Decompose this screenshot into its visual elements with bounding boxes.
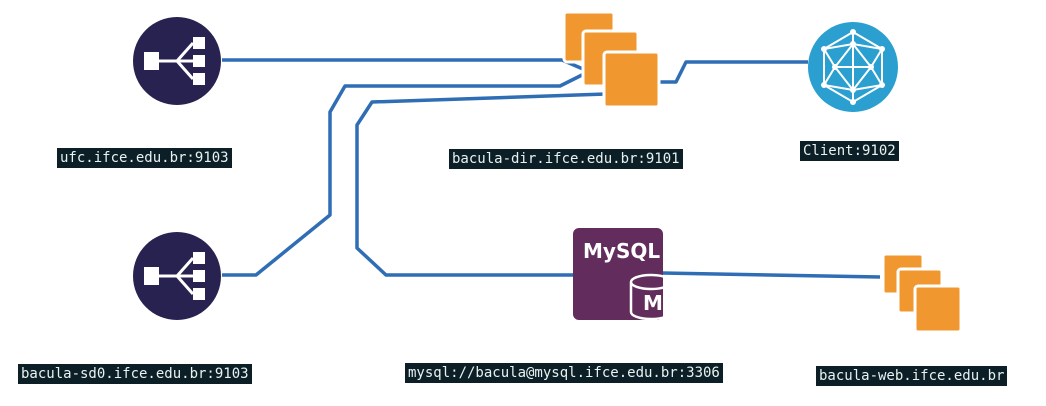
mysql-node[interactable]: MySQL M: [573, 228, 673, 321]
director-label: bacula-dir.ifce.edu.br:9101: [449, 149, 683, 169]
share-arrows-icon: [133, 232, 221, 320]
link-ufc-director: [222, 58, 591, 74]
mysql-title: MySQL: [583, 239, 660, 263]
stacked-boxes-icon: [881, 252, 963, 334]
director-node[interactable]: [562, 10, 662, 110]
web-node[interactable]: [881, 252, 963, 334]
sd0-label: bacula-sd0.ifce.edu.br:9103: [18, 364, 252, 384]
mysql-label: mysql://bacula@mysql.ifce.edu.br:3306: [405, 363, 723, 383]
storage-node-ufc[interactable]: [133, 17, 221, 105]
stacked-boxes-icon: [562, 10, 661, 109]
client-label: Client:9102: [800, 141, 899, 161]
mysql-cylinder-letter: M: [643, 291, 663, 315]
ufc-label: ufc.ifce.edu.br:9103: [57, 148, 232, 168]
storage-node-sd0[interactable]: [133, 232, 221, 320]
link-director-client: [650, 60, 808, 84]
web-label: bacula-web.ifce.edu.br: [816, 366, 1008, 386]
client-node[interactable]: [808, 22, 898, 112]
link-mysql-web: [661, 271, 881, 279]
link-sd0-director: [222, 70, 589, 277]
share-arrows-icon: [133, 17, 221, 105]
link-director-mysql: [355, 92, 607, 277]
mysql-database-icon: MySQL M: [573, 228, 673, 321]
network-globe-icon: [808, 22, 898, 112]
